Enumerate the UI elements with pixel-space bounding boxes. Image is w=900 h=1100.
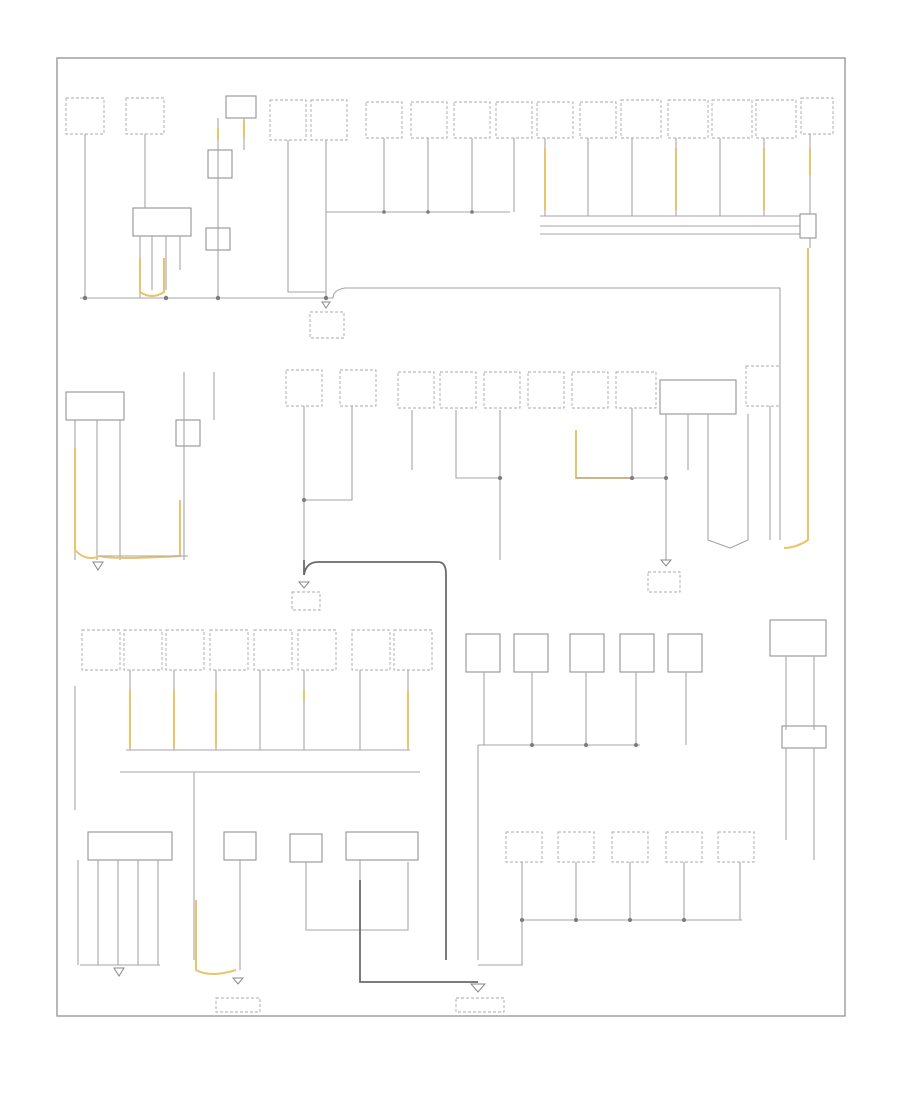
- module-box-icon: [253, 629, 293, 671]
- section-lower: [74, 619, 827, 1013]
- module-box-icon: [800, 97, 834, 135]
- section-middle: [65, 365, 781, 960]
- module-box-icon: [123, 629, 163, 671]
- module-box-icon: [397, 371, 435, 409]
- module-box-icon: [717, 831, 755, 863]
- diagram-border: [56, 57, 846, 1017]
- connector-block-icon: [175, 419, 201, 447]
- module-box-icon: [289, 833, 323, 863]
- splice-node-icon: [302, 476, 668, 502]
- module-box-icon: [291, 591, 321, 611]
- module-box-icon: [453, 101, 491, 139]
- module-box-icon: [745, 365, 781, 407]
- module-box-icon: [659, 379, 737, 415]
- module-box-icon: [483, 371, 521, 409]
- module-box-icon: [665, 831, 703, 863]
- module-box-icon: [410, 101, 448, 139]
- module-box-icon: [345, 831, 419, 861]
- module-box-icon: [215, 997, 261, 1013]
- module-box-icon: [65, 97, 105, 135]
- module-box-icon: [351, 629, 391, 671]
- module-box-icon: [285, 369, 323, 407]
- connector-block-icon: [781, 725, 827, 749]
- module-box-icon: [125, 97, 165, 135]
- module-box-icon: [615, 371, 657, 409]
- module-box-icon: [309, 311, 345, 339]
- connector-block-icon: [799, 213, 817, 239]
- module-box-icon: [87, 831, 173, 861]
- section-top: [65, 95, 834, 549]
- module-box-icon: [667, 633, 703, 673]
- module-box-icon: [297, 629, 337, 671]
- module-box-icon: [393, 629, 433, 671]
- module-box-icon: [365, 101, 403, 139]
- module-box-icon: [536, 101, 574, 139]
- ground-symbol-icon: [321, 301, 331, 309]
- splice-node-icon: [82, 210, 474, 301]
- splice-node-icon: [530, 743, 638, 747]
- module-box-icon: [611, 831, 649, 863]
- module-box-icon: [495, 101, 533, 139]
- module-box-icon: [513, 633, 549, 673]
- module-box-icon: [439, 371, 477, 409]
- module-box-icon: [65, 391, 125, 421]
- module-box-icon: [755, 99, 797, 139]
- module-box-icon: [225, 95, 257, 119]
- module-box-icon: [339, 369, 377, 407]
- connector-block-icon: [207, 149, 233, 179]
- module-box-icon: [579, 101, 617, 139]
- module-box-icon: [269, 99, 307, 141]
- module-box-icon: [465, 633, 501, 673]
- module-box-icon: [505, 831, 543, 863]
- module-box-icon: [310, 99, 348, 141]
- splice-node-icon: [520, 918, 686, 922]
- module-box-icon: [620, 99, 662, 139]
- module-box-icon: [223, 831, 257, 861]
- module-box-icon: [209, 629, 249, 671]
- module-box-icon: [527, 371, 565, 409]
- ground-symbol-icon: [113, 967, 487, 993]
- module-box-icon: [571, 371, 609, 409]
- module-box-icon: [769, 619, 827, 657]
- module-box-icon: [667, 99, 709, 139]
- module-box-icon: [132, 207, 192, 237]
- module-box-icon: [455, 997, 505, 1013]
- module-box-icon: [619, 633, 655, 673]
- module-box-icon: [81, 629, 121, 671]
- module-box-icon: [165, 629, 205, 671]
- module-box-icon: [557, 831, 595, 863]
- module-box-icon: [711, 99, 753, 139]
- module-box-icon: [647, 571, 681, 593]
- ground-symbol-icon: [92, 559, 673, 589]
- module-box-icon: [569, 633, 605, 673]
